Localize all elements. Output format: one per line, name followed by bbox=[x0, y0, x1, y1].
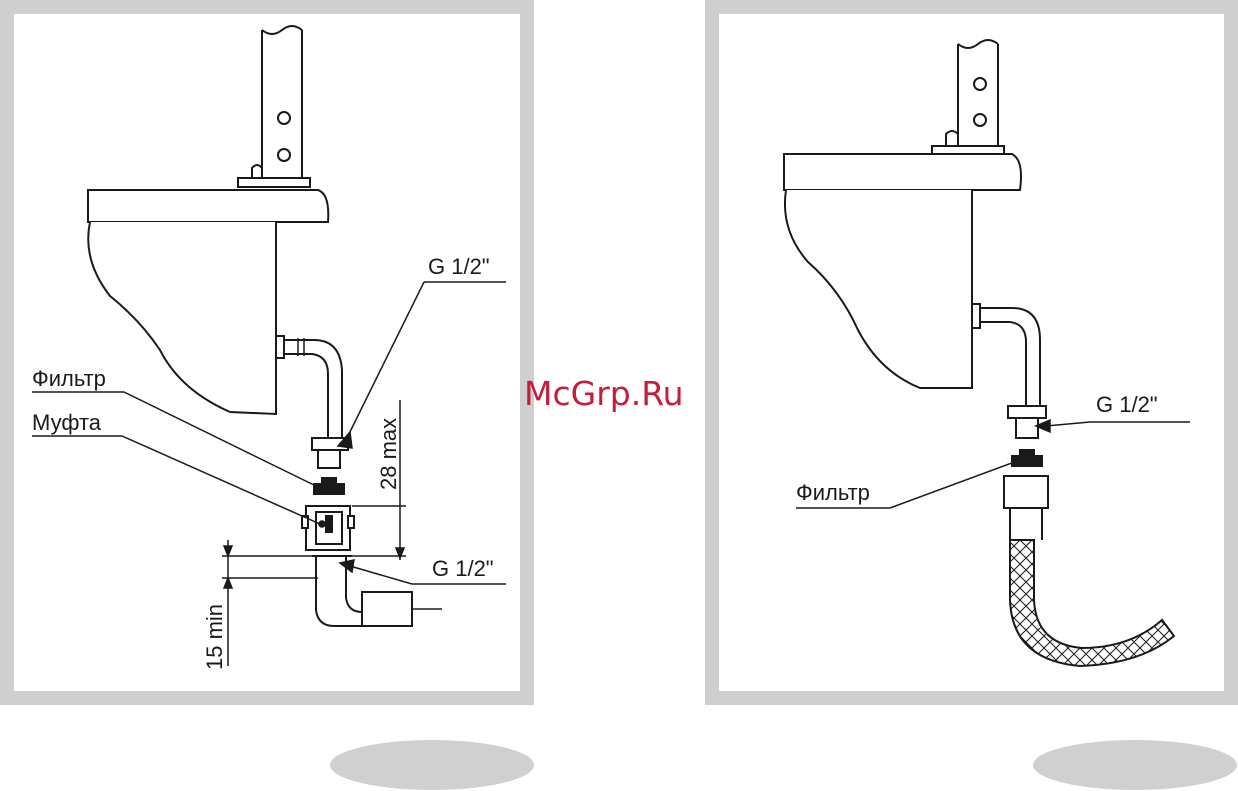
label-thread-bottom: G 1/2" bbox=[432, 556, 494, 581]
label-dim-max: 28 max bbox=[376, 418, 401, 490]
label-thread-right: G 1/2" bbox=[1096, 392, 1158, 417]
label-thread-top: G 1/2" bbox=[428, 254, 490, 279]
label-coupling: Муфта bbox=[32, 410, 102, 435]
watermark-text: McGrp.Ru bbox=[524, 374, 684, 413]
right-water-heater bbox=[784, 40, 1174, 666]
page-number-oval-right bbox=[1033, 740, 1237, 790]
page-number-oval-left bbox=[330, 740, 534, 790]
label-filter-left: Фильтр bbox=[32, 366, 106, 391]
label-dim-min: 15 min bbox=[202, 604, 227, 670]
label-filter-right: Фильтр bbox=[796, 480, 870, 505]
left-water-heater bbox=[88, 26, 442, 626]
